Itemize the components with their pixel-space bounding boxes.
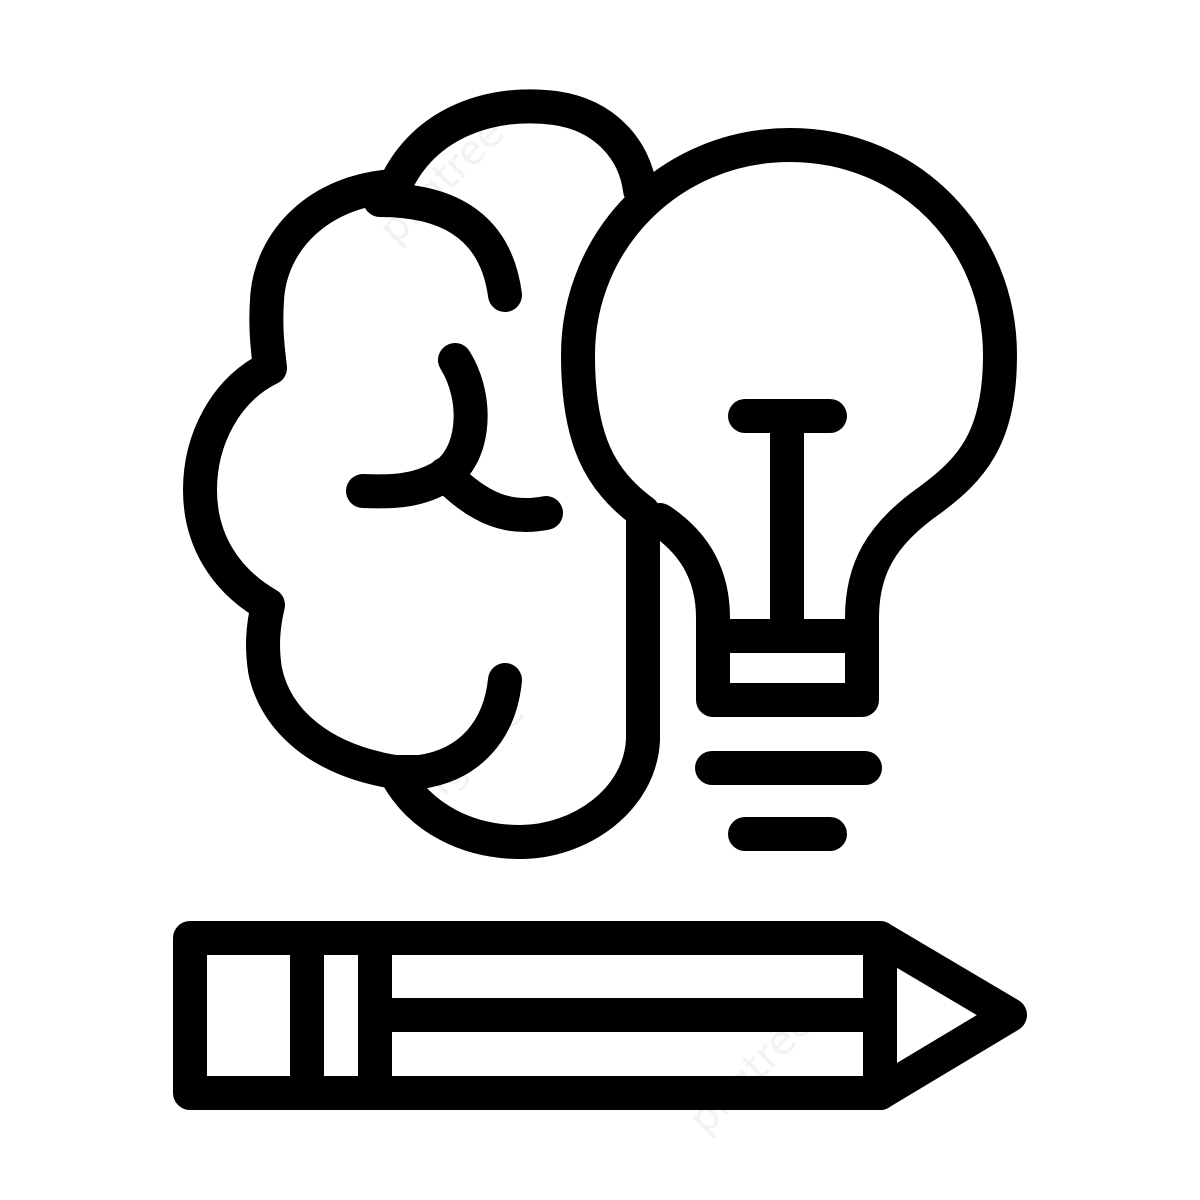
brain-fold-upper (363, 183, 522, 312)
pencil-body (173, 921, 1027, 1110)
brain-icon (183, 89, 660, 859)
brain-fold-lower (378, 663, 522, 789)
brain-outline (183, 89, 660, 859)
lightbulb-icon (561, 128, 1017, 851)
brain-fold-center-right (428, 457, 563, 533)
pencil-icon (173, 921, 1027, 1110)
bulb-glass (561, 128, 1017, 717)
